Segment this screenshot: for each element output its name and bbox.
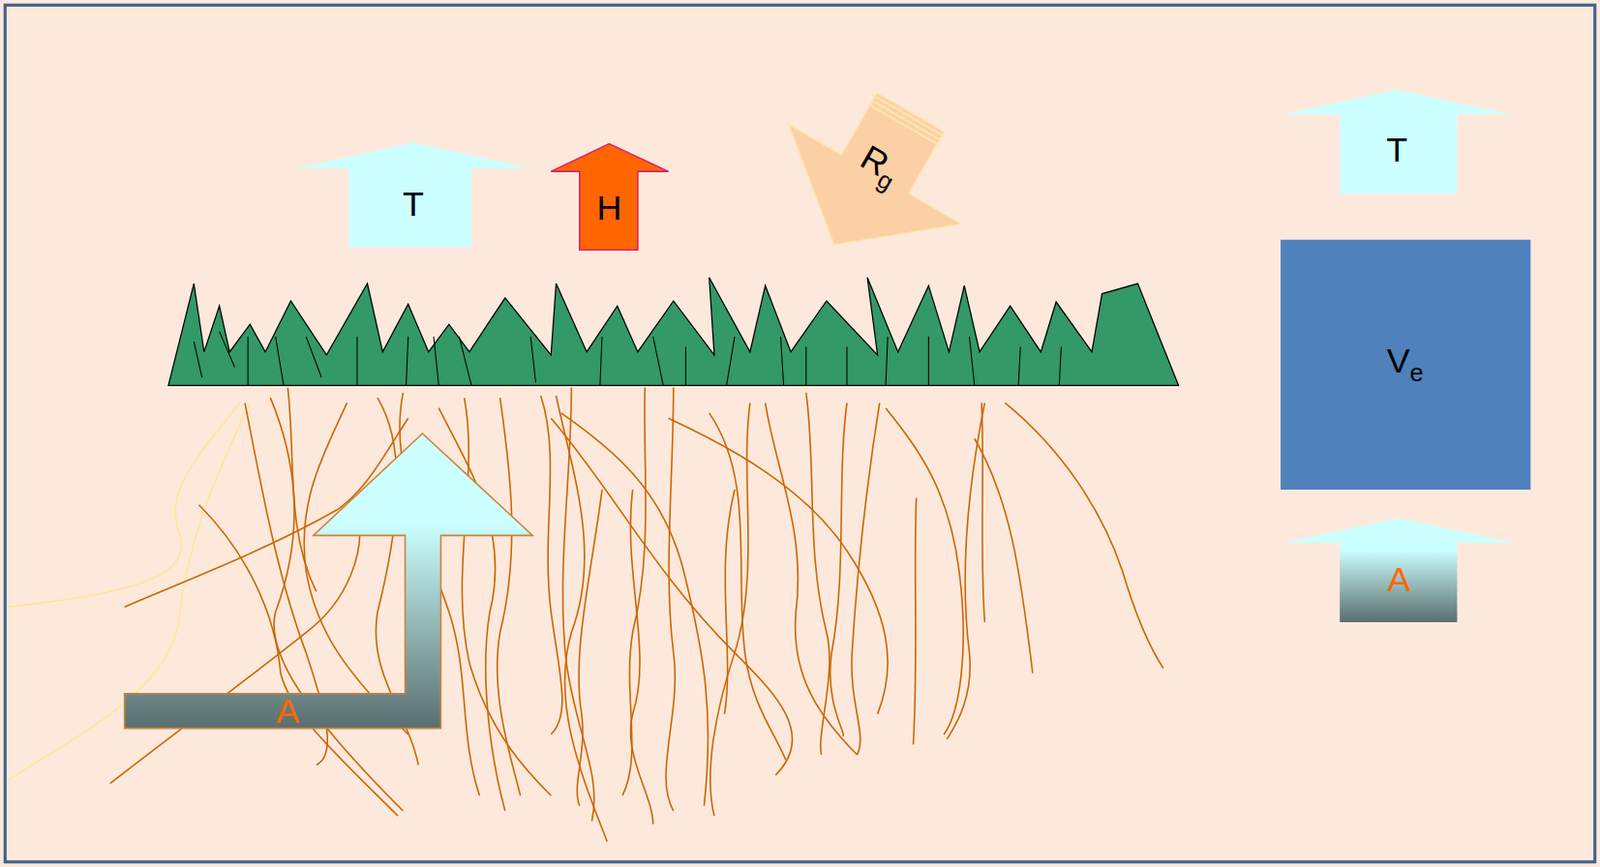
grass-blades bbox=[193, 332, 1061, 387]
flux-arrow-outline bbox=[1283, 517, 1514, 623]
bent-flux-arrow-outline bbox=[124, 433, 534, 729]
label-holder: T bbox=[402, 186, 424, 222]
roots bbox=[110, 388, 1164, 843]
beam-stripe bbox=[873, 95, 944, 137]
beam-stripe bbox=[868, 104, 939, 146]
subscript-label: e bbox=[1410, 359, 1424, 387]
symbol-label: T bbox=[402, 184, 424, 224]
label-holder: Ve bbox=[1387, 343, 1424, 387]
flux-arrow: T bbox=[296, 143, 531, 248]
symbol-label: V bbox=[1387, 340, 1411, 380]
flux-arrow: H bbox=[550, 144, 668, 251]
symbol-label: A bbox=[275, 692, 300, 731]
flux-arrow: T bbox=[1283, 90, 1510, 195]
volume-box-outline bbox=[1280, 240, 1531, 490]
symbol-label: T bbox=[1386, 129, 1408, 169]
label-holder: T bbox=[1386, 131, 1408, 167]
label-holder: A bbox=[275, 694, 300, 729]
symbol-label: A bbox=[1387, 560, 1411, 600]
beam-stripe bbox=[871, 99, 942, 141]
flux-arrow-outline bbox=[296, 143, 531, 248]
label-holder: H bbox=[596, 189, 622, 225]
flux-arrow-outline bbox=[1283, 90, 1510, 195]
symbol-label: H bbox=[596, 187, 622, 227]
bent-flux-arrow: A bbox=[124, 433, 534, 729]
radiation-arrow-outline bbox=[747, 61, 997, 295]
flux-arrow: A bbox=[1283, 517, 1514, 623]
bent-flux-arrow-shape bbox=[124, 433, 534, 729]
label-holder: A bbox=[1387, 562, 1411, 598]
volume-box: Ve bbox=[1280, 240, 1531, 490]
frame bbox=[4, 4, 1595, 862]
flux-arrow-outline bbox=[550, 144, 668, 251]
grass bbox=[168, 277, 1179, 387]
